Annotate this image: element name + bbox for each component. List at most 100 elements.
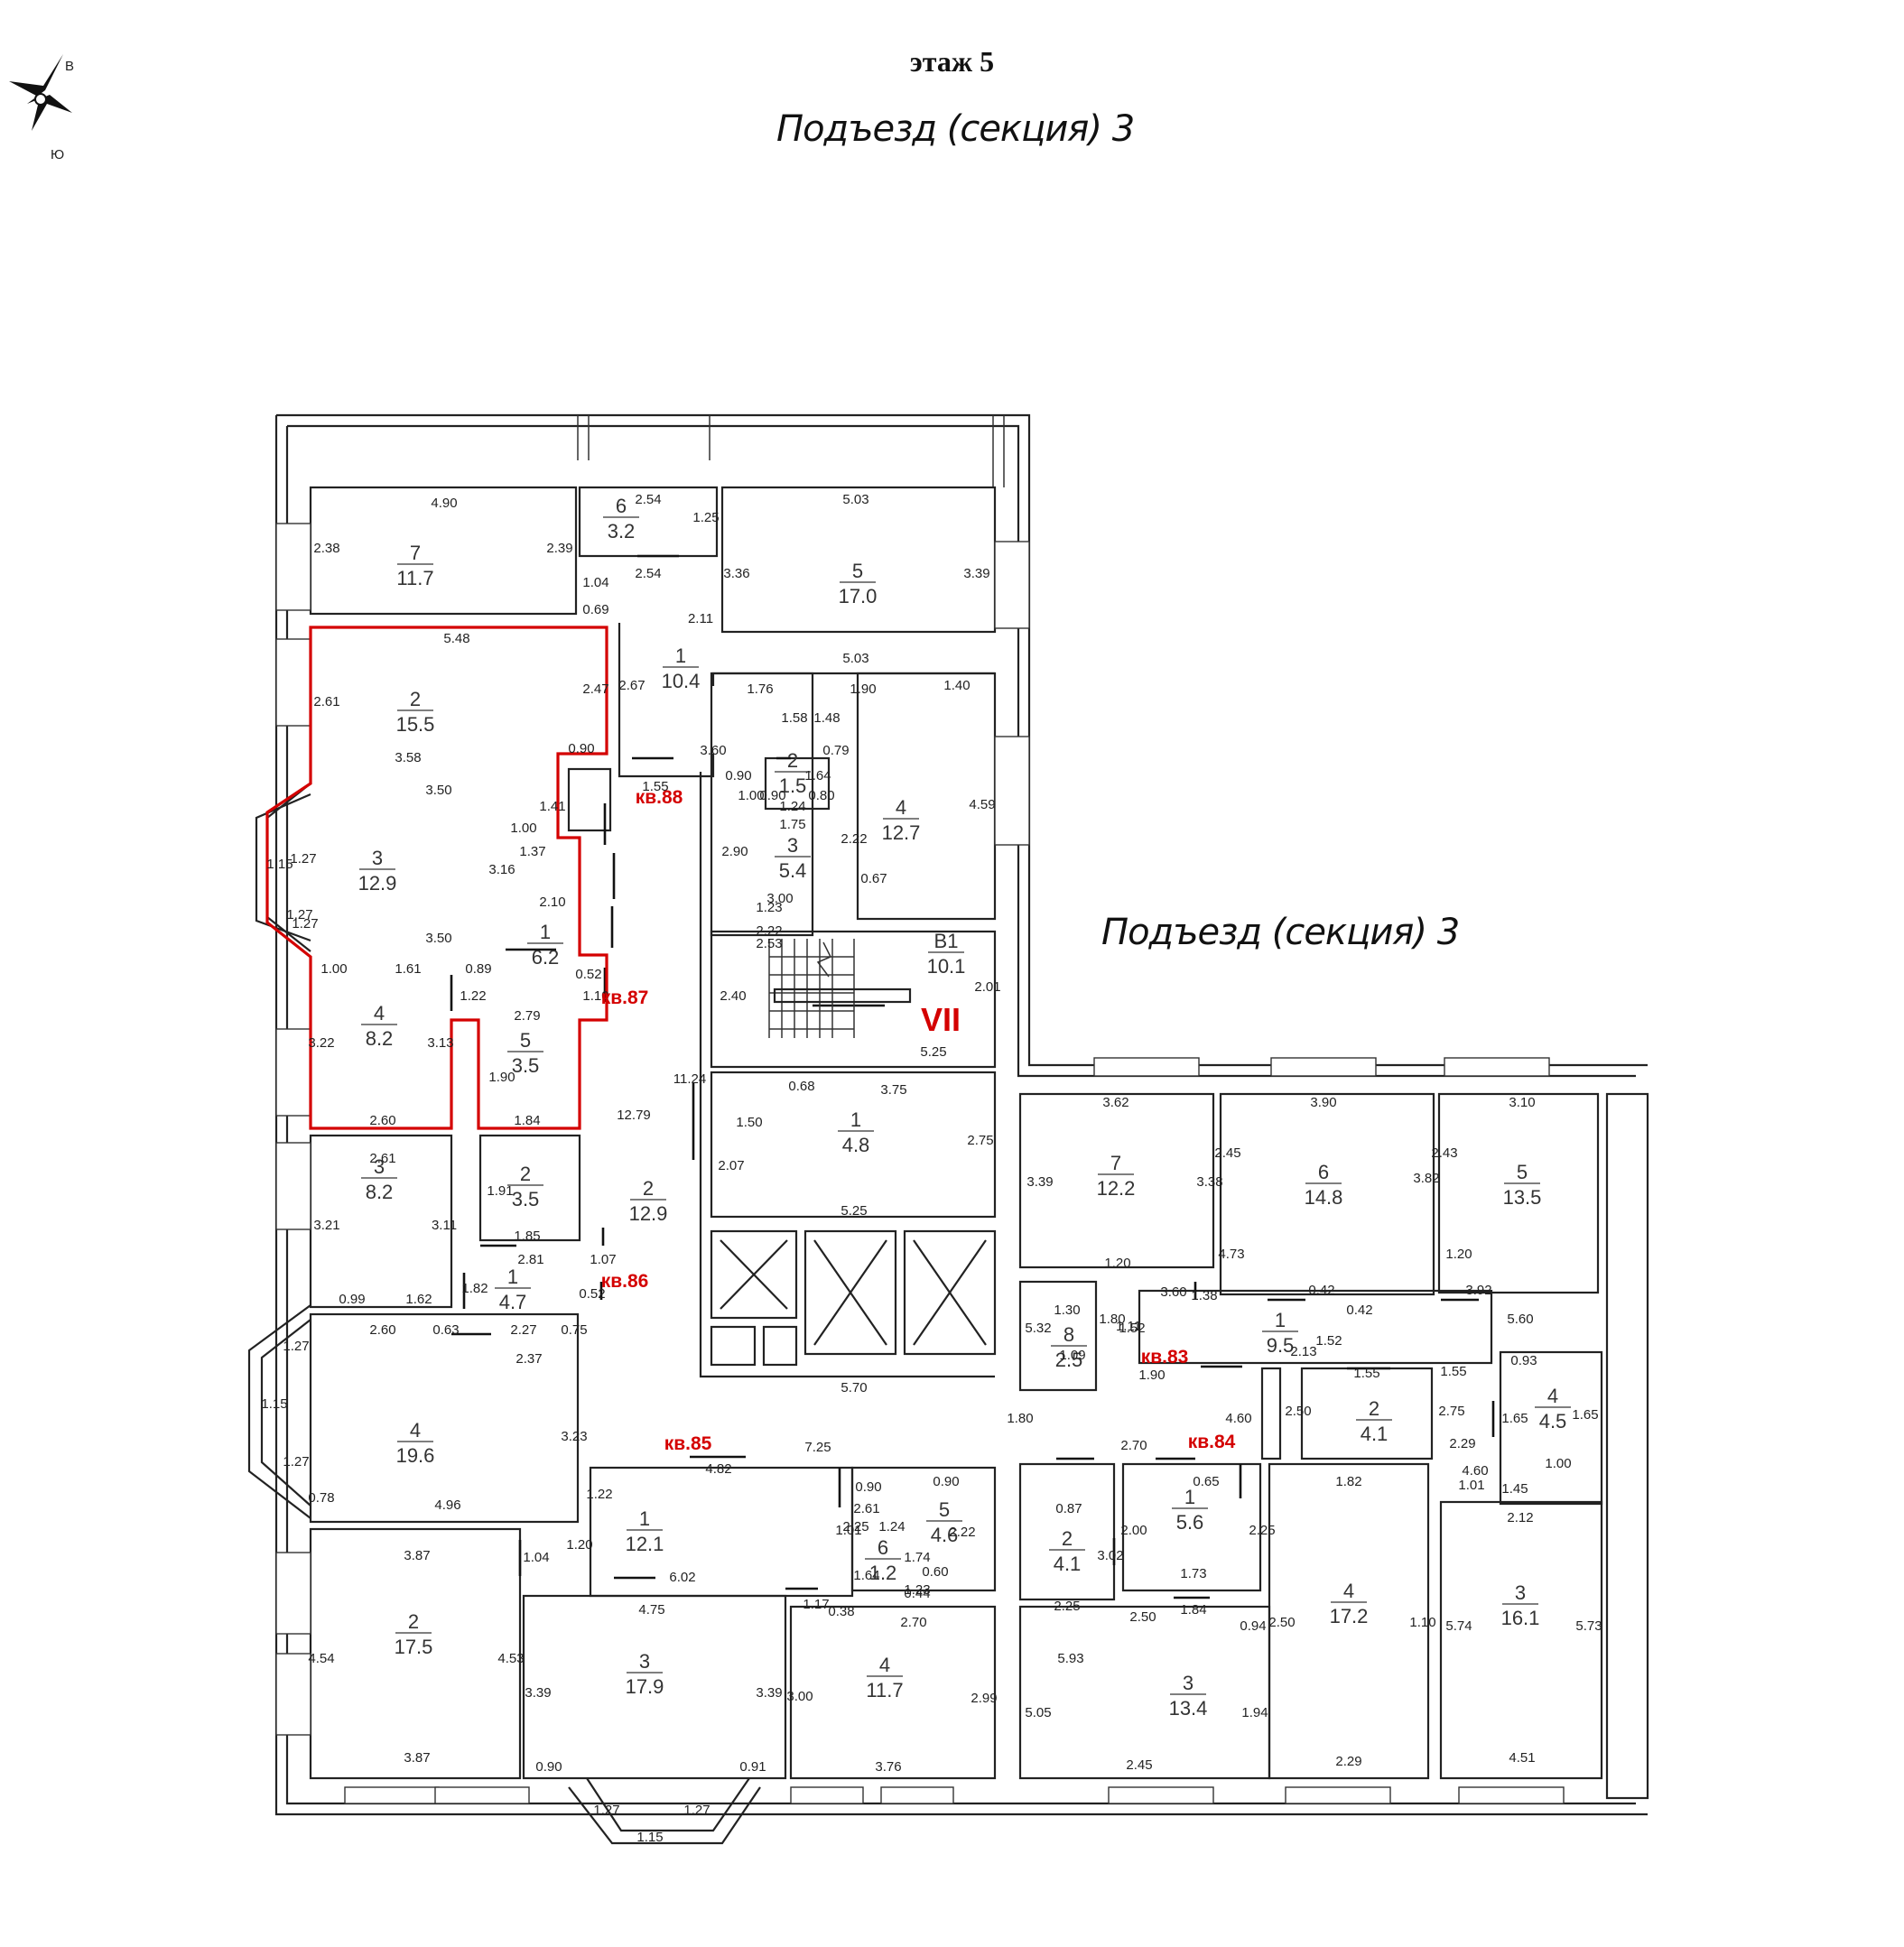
dimension-label: 1.20 (566, 1537, 592, 1553)
dimension-label: 1.55 (642, 779, 668, 794)
room-label: 212.9 (629, 1177, 668, 1225)
dimension-label: 1.52 (1119, 1321, 1145, 1336)
dimension-label: 1.17 (803, 1597, 829, 1612)
dimension-label: 3.36 (723, 566, 749, 581)
dimension-label: 2.39 (546, 541, 572, 556)
apartment-label-kv88: кв.88 (636, 787, 683, 808)
room-label: 412.7 (882, 796, 921, 844)
room-label: 21.5 (775, 749, 811, 797)
room-area: 4.1 (1054, 1553, 1082, 1575)
room-label: 417.2 (1330, 1580, 1369, 1627)
dimension-label: 1.01 (1458, 1478, 1484, 1493)
room-number: 3 (639, 1650, 650, 1673)
room-label: 513.5 (1503, 1161, 1542, 1209)
dimension-label: 2.40 (720, 988, 746, 1004)
room-area: 15.5 (396, 713, 435, 736)
room-area: 13.5 (1503, 1186, 1542, 1209)
dimension-label: 2.01 (974, 979, 1000, 995)
dimension-label: 4.73 (1218, 1247, 1244, 1262)
dimension-label: 2.99 (971, 1691, 997, 1706)
dimension-label: 3.11 (432, 1218, 457, 1233)
dimension-label: 1.20 (1445, 1247, 1472, 1262)
dimension-label: 2.53 (756, 936, 782, 951)
apartment-label-kv84: кв.84 (1188, 1432, 1236, 1452)
dimension-label: 0.75 (561, 1322, 587, 1338)
room-area: 1.5 (779, 774, 807, 797)
dimension-label: 2.54 (635, 566, 661, 581)
room-area: 2.5 (1055, 1349, 1083, 1371)
dimension-label: 0.90 (725, 768, 751, 783)
dimension-label: 3.87 (404, 1750, 430, 1766)
room-area: 12.9 (358, 872, 397, 895)
room-label: 614.8 (1305, 1161, 1343, 1209)
dimension-label: 3.00 (786, 1689, 813, 1704)
section-title-top: Подъезд (секция) 3 (776, 108, 1135, 150)
dimension-label: 1.64 (853, 1568, 879, 1583)
dimension-label: 4.59 (969, 797, 995, 812)
dimension-label: 0.87 (1055, 1501, 1082, 1516)
dimension-label: 3.82 (1413, 1171, 1439, 1186)
room-number: 4 (1343, 1580, 1354, 1602)
dimension-label: 2.81 (517, 1252, 543, 1267)
room-area: 8.2 (366, 1027, 394, 1050)
dimension-label: 3.16 (488, 862, 515, 877)
room-area: 8.2 (366, 1181, 394, 1203)
room-number: 1 (507, 1266, 518, 1288)
dimension-label: 2.22 (949, 1525, 975, 1540)
dimension-label: 1.23 (756, 900, 782, 915)
room-number: 2 (408, 1610, 419, 1633)
dimension-label: 1.80 (1007, 1411, 1033, 1426)
room-number: 2 (520, 1163, 531, 1185)
dimension-label: 0.68 (788, 1079, 814, 1094)
room-number: 4 (896, 796, 906, 819)
compass-label-east: В (65, 59, 74, 74)
room-number: 3 (1515, 1581, 1526, 1604)
room-area: 5.6 (1176, 1511, 1204, 1534)
dimension-label: 3.62 (1102, 1095, 1128, 1110)
dimension-label: 2.43 (1431, 1145, 1457, 1161)
dimension-label: 3.92 (1465, 1283, 1491, 1298)
room-number: В1 (934, 930, 959, 952)
room-area: 12.9 (629, 1202, 668, 1225)
dimension-label: 2.10 (539, 895, 565, 910)
room-area: 4.5 (1539, 1410, 1567, 1432)
dimension-label: 11.24 (673, 1071, 706, 1087)
dimension-label: 1.74 (904, 1550, 930, 1565)
dimension-label: 0.78 (308, 1490, 334, 1506)
dimension-label: 5.03 (842, 651, 868, 666)
dimension-label: 0.69 (582, 602, 608, 617)
dimension-label: 1.61 (395, 961, 421, 977)
room-label: 312.9 (358, 847, 397, 895)
room-label: 24.1 (1049, 1527, 1085, 1575)
dimension-label: 2.22 (841, 831, 867, 847)
room-label: 313.4 (1169, 1672, 1208, 1720)
room-label: 48.2 (361, 1002, 397, 1050)
dimension-label: 0.38 (828, 1604, 854, 1619)
windows (275, 523, 1565, 1804)
dimension-label: 0.63 (432, 1322, 459, 1338)
dimension-label: 0.67 (860, 871, 887, 886)
dimension-label: 3.39 (525, 1685, 551, 1701)
dimension-label: 0.52 (579, 1286, 605, 1302)
dimension-label: 4.53 (497, 1651, 524, 1666)
dimension-label: 1.24 (779, 799, 805, 814)
room-area: 19.6 (396, 1444, 435, 1467)
apartment-label-kv83: кв.83 (1141, 1347, 1189, 1368)
room-label: 54.6 (926, 1498, 962, 1546)
dimension-label: 3.39 (963, 566, 989, 581)
dimension-label: 2.25 (1249, 1523, 1275, 1538)
dimension-label: 1.82 (1335, 1474, 1361, 1489)
dimension-label: 2.45 (1214, 1145, 1240, 1161)
dimension-label: 2.45 (1126, 1757, 1152, 1773)
room-area: 14.8 (1305, 1186, 1343, 1209)
room-number: 2 (1062, 1527, 1073, 1550)
dimension-label: 1.00 (1545, 1456, 1571, 1471)
room-area: 6.2 (532, 946, 560, 969)
dimension-label: 2.61 (369, 1151, 395, 1166)
dimension-label: 2.11 (688, 611, 713, 626)
dimension-label: 1.24 (878, 1519, 905, 1534)
